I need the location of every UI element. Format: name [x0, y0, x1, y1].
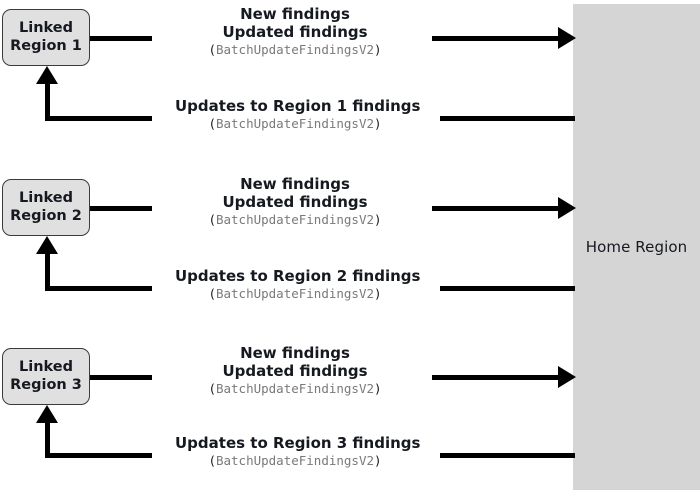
- outbound-arrowhead-1-icon: [558, 27, 576, 49]
- outbound-connector-1-left-segment: [90, 36, 152, 41]
- inbound-connector-3-left-segment: [45, 453, 152, 458]
- outbound-label-3: New findings Updated findings (BatchUpda…: [175, 344, 415, 396]
- paren-close: ): [374, 42, 382, 57]
- inbound-label-2-api: (BatchUpdateFindingsV2): [175, 286, 415, 301]
- outbound-label-3-line2: Updated findings: [222, 362, 368, 380]
- inbound-connector-3-vertical-segment: [45, 423, 50, 458]
- paren-open: (: [208, 42, 216, 57]
- outbound-label-2-line1: New findings: [240, 175, 350, 193]
- inbound-connector-2-right-segment: [440, 286, 575, 291]
- outbound-label-2-api: (BatchUpdateFindingsV2): [175, 212, 415, 227]
- linked-region-2-line1: Linked: [19, 190, 73, 207]
- linked-region-1-box: Linked Region 1: [2, 9, 90, 66]
- paren-close: ): [374, 453, 382, 468]
- inbound-label-1: Updates to Region 1 findings (BatchUpdat…: [175, 97, 421, 131]
- paren-open: (: [208, 212, 216, 227]
- inbound-connector-3-right-segment: [440, 453, 575, 458]
- outbound-connector-2-right-segment: [432, 206, 560, 211]
- linked-region-2-line2: Region 2: [10, 207, 82, 224]
- inbound-label-1-line1: Updates to Region 1 findings: [175, 97, 421, 115]
- inbound-label-3-line1: Updates to Region 3 findings: [175, 434, 421, 452]
- linked-region-2-box: Linked Region 2: [2, 179, 90, 236]
- inbound-connector-1-left-segment: [45, 116, 152, 121]
- api-name: BatchUpdateFindingsV2: [215, 453, 375, 468]
- paren-close: ): [374, 212, 382, 227]
- inbound-label-1-api: (BatchUpdateFindingsV2): [175, 116, 415, 131]
- paren-close: ): [374, 286, 382, 301]
- inbound-label-2: Updates to Region 2 findings (BatchUpdat…: [175, 267, 421, 301]
- inbound-arrowhead-2-icon: [36, 236, 58, 254]
- outbound-label-3-line1: New findings: [240, 344, 350, 362]
- outbound-label-1-api: (BatchUpdateFindingsV2): [175, 42, 415, 57]
- linked-region-3-line1: Linked: [19, 359, 73, 376]
- outbound-label-1-line2: Updated findings: [222, 23, 368, 41]
- paren-open: (: [208, 286, 216, 301]
- paren-open: (: [208, 116, 216, 131]
- outbound-label-1-line1: New findings: [240, 5, 350, 23]
- outbound-connector-3-left-segment: [90, 375, 152, 380]
- outbound-label-1: New findings Updated findings (BatchUpda…: [175, 5, 415, 57]
- outbound-label-2-line2: Updated findings: [222, 193, 368, 211]
- inbound-connector-1-vertical-segment: [45, 84, 50, 121]
- linked-region-1-line2: Region 1: [10, 37, 82, 54]
- api-name: BatchUpdateFindingsV2: [215, 42, 375, 57]
- inbound-arrowhead-3-icon: [36, 405, 58, 423]
- api-name: BatchUpdateFindingsV2: [215, 286, 375, 301]
- home-region-label: Home Region: [585, 238, 688, 256]
- inbound-label-3-api: (BatchUpdateFindingsV2): [175, 453, 415, 468]
- inbound-label-2-line1: Updates to Region 2 findings: [175, 267, 421, 285]
- outbound-arrowhead-2-icon: [558, 197, 576, 219]
- outbound-arrowhead-3-icon: [558, 366, 576, 388]
- inbound-arrowhead-1-icon: [36, 66, 58, 84]
- inbound-connector-2-vertical-segment: [45, 254, 50, 291]
- paren-close: ): [374, 116, 382, 131]
- outbound-connector-2-left-segment: [90, 206, 152, 211]
- paren-open: (: [208, 453, 216, 468]
- outbound-label-2: New findings Updated findings (BatchUpda…: [175, 175, 415, 227]
- paren-close: ): [374, 381, 382, 396]
- api-name: BatchUpdateFindingsV2: [215, 212, 375, 227]
- inbound-connector-1-right-segment: [440, 116, 575, 121]
- outbound-connector-1-right-segment: [432, 36, 560, 41]
- inbound-connector-2-left-segment: [45, 286, 152, 291]
- api-name: BatchUpdateFindingsV2: [215, 116, 375, 131]
- outbound-label-3-api: (BatchUpdateFindingsV2): [175, 381, 415, 396]
- paren-open: (: [208, 381, 216, 396]
- linked-region-1-line1: Linked: [19, 20, 73, 37]
- home-region-panel: Home Region: [573, 4, 700, 490]
- linked-region-3-box: Linked Region 3: [2, 348, 90, 405]
- api-name: BatchUpdateFindingsV2: [215, 381, 375, 396]
- linked-region-3-line2: Region 3: [10, 376, 82, 393]
- outbound-connector-3-right-segment: [432, 375, 560, 380]
- inbound-label-3: Updates to Region 3 findings (BatchUpdat…: [175, 434, 421, 468]
